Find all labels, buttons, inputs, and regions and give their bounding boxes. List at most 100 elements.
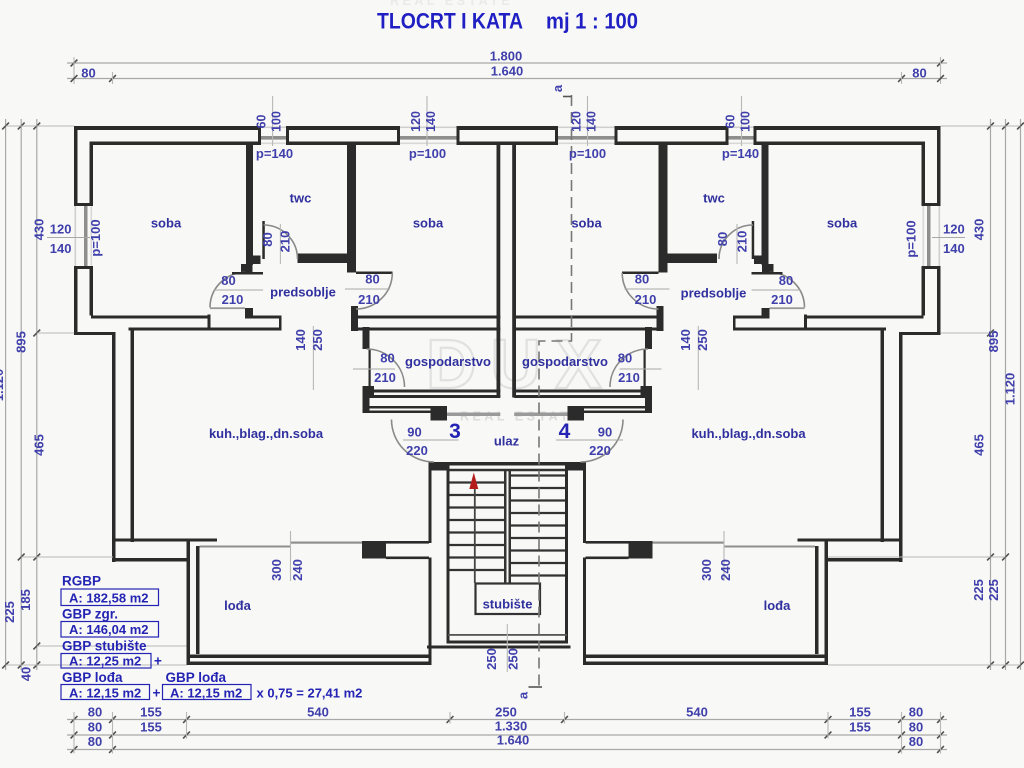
svg-text:soba: soba	[827, 216, 858, 231]
svg-text:mj 1 : 100: mj 1 : 100	[546, 9, 638, 34]
svg-text:140: 140	[943, 241, 965, 256]
svg-text:A: 12,15 m2: A: 12,15 m2	[69, 686, 141, 701]
svg-text:120: 120	[943, 222, 965, 237]
svg-text:80: 80	[715, 232, 730, 246]
svg-text:GBP zgr.: GBP zgr.	[62, 607, 118, 622]
svg-text:140: 140	[585, 111, 599, 132]
svg-text:60: 60	[724, 115, 738, 129]
svg-text:100: 100	[270, 111, 284, 132]
svg-text:p=100: p=100	[904, 220, 919, 257]
svg-text:895: 895	[986, 331, 1001, 353]
svg-text:40: 40	[18, 667, 33, 681]
svg-text:140: 140	[50, 241, 72, 256]
svg-text:1.640: 1.640	[497, 733, 530, 748]
svg-text:155: 155	[140, 720, 162, 735]
svg-text:210: 210	[222, 292, 244, 307]
svg-text:A: 12,25 m2: A: 12,25 m2	[69, 654, 141, 669]
svg-text:60: 60	[255, 115, 269, 129]
svg-text:140: 140	[424, 111, 438, 132]
svg-text:p=140: p=140	[722, 146, 759, 161]
svg-text:155: 155	[140, 705, 162, 720]
svg-text:80: 80	[909, 734, 923, 749]
svg-text:140: 140	[293, 329, 308, 351]
svg-text:240: 240	[290, 559, 305, 581]
svg-text:225: 225	[2, 601, 17, 623]
svg-text:80: 80	[635, 272, 649, 287]
svg-text:A: 146,04 m2: A: 146,04 m2	[69, 622, 149, 637]
svg-text:80: 80	[912, 66, 926, 81]
svg-text:1.120: 1.120	[0, 369, 6, 402]
svg-text:140: 140	[678, 329, 693, 351]
svg-text:210: 210	[358, 292, 380, 307]
svg-text:120: 120	[570, 111, 584, 132]
svg-text:x 0,75 = 27,41 m2: x 0,75 = 27,41 m2	[257, 686, 363, 701]
svg-text:predsoblje: predsoblje	[681, 286, 747, 301]
svg-text:1.800: 1.800	[490, 49, 523, 64]
svg-text:210: 210	[735, 231, 750, 253]
svg-text:250: 250	[310, 329, 325, 351]
svg-text:465: 465	[972, 434, 987, 456]
svg-text:430: 430	[972, 219, 987, 241]
svg-text:4: 4	[559, 420, 571, 443]
svg-text:TLOCRT I KATA: TLOCRT I KATA	[377, 9, 523, 34]
svg-text:soba: soba	[151, 216, 182, 231]
svg-text:REAL ESTATE: REAL ESTATE	[390, 0, 513, 8]
svg-text:80: 80	[779, 273, 793, 288]
svg-text:a: a	[516, 691, 531, 699]
svg-text:GBP lođa: GBP lođa	[62, 670, 123, 685]
svg-text:90: 90	[598, 425, 612, 440]
svg-text:90: 90	[407, 425, 421, 440]
svg-text:p=100: p=100	[88, 219, 103, 256]
svg-text:100: 100	[739, 111, 753, 132]
svg-text:p=100: p=100	[409, 146, 446, 161]
svg-text:predsoblje: predsoblje	[270, 285, 336, 300]
svg-text:+: +	[153, 686, 161, 701]
svg-text:155: 155	[849, 720, 871, 735]
svg-text:80: 80	[88, 734, 102, 749]
svg-text:3: 3	[449, 420, 461, 443]
svg-text:250: 250	[695, 329, 710, 351]
svg-text:kuh.,blag.,dn.soba: kuh.,blag.,dn.soba	[209, 426, 324, 441]
svg-text:80: 80	[909, 705, 923, 720]
svg-text:soba: soba	[413, 216, 444, 231]
svg-text:RGBP: RGBP	[62, 574, 101, 589]
svg-text:250: 250	[495, 705, 517, 720]
svg-text:1.330: 1.330	[495, 719, 528, 734]
svg-text:p=100: p=100	[569, 146, 606, 161]
svg-text:220: 220	[406, 443, 428, 458]
svg-text:210: 210	[278, 231, 293, 253]
svg-text:430: 430	[32, 219, 47, 241]
svg-text:GBP lođa: GBP lođa	[166, 670, 227, 685]
svg-text:250: 250	[484, 648, 499, 670]
svg-text:A: 12,15 m2: A: 12,15 m2	[170, 686, 242, 701]
svg-text:80: 80	[88, 705, 102, 720]
svg-text:GBP stubište: GBP stubište	[62, 639, 147, 654]
svg-text:1.640: 1.640	[491, 64, 524, 79]
svg-text:895: 895	[13, 331, 28, 353]
svg-text:120: 120	[409, 111, 423, 132]
svg-text:540: 540	[307, 705, 329, 720]
svg-text:80: 80	[81, 66, 95, 81]
svg-text:465: 465	[32, 434, 47, 456]
svg-text:soba: soba	[571, 216, 602, 231]
svg-text:120: 120	[50, 222, 72, 237]
svg-text:kuh.,blag.,dn.soba: kuh.,blag.,dn.soba	[691, 426, 806, 441]
svg-text:80: 80	[909, 720, 923, 735]
svg-text:twc: twc	[290, 191, 312, 206]
svg-text:gospodarstvo: gospodarstvo	[405, 354, 491, 369]
svg-text:155: 155	[849, 705, 871, 720]
svg-text:185: 185	[18, 589, 33, 611]
svg-text:240: 240	[718, 559, 733, 581]
svg-text:a: a	[550, 84, 565, 92]
svg-text:210: 210	[635, 292, 657, 307]
svg-text:250: 250	[506, 648, 521, 670]
svg-text:80: 80	[221, 273, 235, 288]
svg-text:+: +	[154, 654, 162, 669]
svg-text:225: 225	[971, 579, 986, 601]
svg-text:210: 210	[618, 370, 640, 385]
svg-text:80: 80	[380, 351, 394, 366]
svg-text:gospodarstvo: gospodarstvo	[522, 354, 608, 369]
svg-text:lođa: lođa	[764, 598, 791, 613]
svg-text:220: 220	[589, 443, 611, 458]
svg-text:300: 300	[699, 559, 714, 581]
